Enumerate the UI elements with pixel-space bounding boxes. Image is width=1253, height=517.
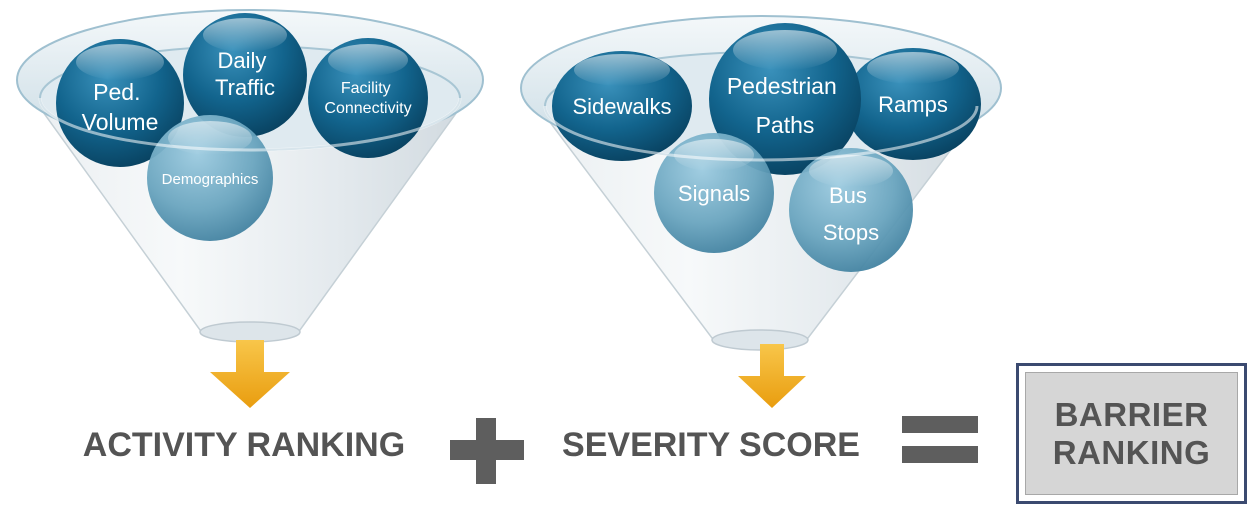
funnel-left-item-demographics: Demographics (147, 115, 273, 241)
funnel-right: Sidewalks Ramps Pedestrian Paths Signals (520, 15, 1002, 351)
funnel-left: Ped. Volume Daily Traffic Facility Conne… (16, 9, 484, 343)
svg-text:Bus Stops: Bus Stops (823, 183, 879, 245)
funnel-right-item-bus-stops: Bus Stops (789, 148, 913, 272)
funnel-right-item-sidewalks: Sidewalks (552, 51, 692, 161)
barrier-ranking-inner: BARRIER RANKING (1025, 372, 1238, 495)
funnel-left-item-daily-traffic: Daily Traffic (183, 13, 307, 137)
activity-ranking-label: ACTIVITY RANKING (83, 426, 405, 464)
funnel-right-item-label: Stops (823, 220, 879, 245)
barrier-ranking-box: BARRIER RANKING (1016, 363, 1247, 504)
funnel-right-item-label: Paths (756, 112, 815, 138)
svg-text:Sidewalks: Sidewalks (572, 94, 671, 119)
funnel-left-item-label: Daily (217, 48, 266, 73)
funnel-left-item-label: Traffic (215, 75, 275, 100)
funnel-left-item-label: Connectivity (324, 100, 411, 117)
funnel-right-item-label: Signals (678, 181, 750, 206)
funnel-right-item-pedestrian-paths: Pedestrian Paths (709, 23, 861, 175)
barrier-ranking-line: RANKING (1052, 433, 1211, 471)
svg-text:Demographics: Demographics (162, 171, 259, 188)
svg-text:Signals: Signals (678, 181, 750, 206)
funnel-left-neck (199, 321, 301, 343)
funnel-left-item-label: Volume (82, 109, 159, 135)
severity-score-label: SEVERITY SCORE (562, 426, 860, 464)
funnel-right-item-signals: Signals (654, 133, 774, 253)
down-arrow-left (210, 340, 290, 408)
funnel-right-item-label: Sidewalks (572, 94, 671, 119)
svg-text:Daily Traffic: Daily Traffic (215, 48, 275, 100)
funnel-left-item-label: Facility (341, 80, 391, 97)
barrier-ranking-line: BARRIER (1054, 395, 1209, 433)
plus-operator (450, 418, 524, 484)
funnel-left-rim-front (38, 97, 462, 152)
svg-text:Facility Connectivity: Facility Connectivity (324, 80, 411, 117)
funnel-right-item-label: Bus (829, 183, 867, 208)
funnel-right-item-label: Ramps (878, 92, 948, 117)
svg-text:Ped. Volume: Ped. Volume (82, 79, 159, 135)
down-arrow-right (738, 344, 806, 408)
funnel-right-item-label: Pedestrian (727, 73, 837, 99)
funnel-left-item-label: Demographics (162, 171, 259, 188)
funnel-right-rim-front (543, 105, 979, 162)
equals-operator (902, 416, 978, 463)
svg-text:Pedestrian Paths: Pedestrian Paths (727, 73, 843, 138)
svg-text:Ramps: Ramps (878, 92, 948, 117)
funnel-left-item-label: Ped. (93, 79, 140, 105)
funnel-left-item-facility-connectivity: Facility Connectivity (308, 38, 428, 158)
funnel-left-item-ped-volume: Ped. Volume (56, 39, 184, 167)
